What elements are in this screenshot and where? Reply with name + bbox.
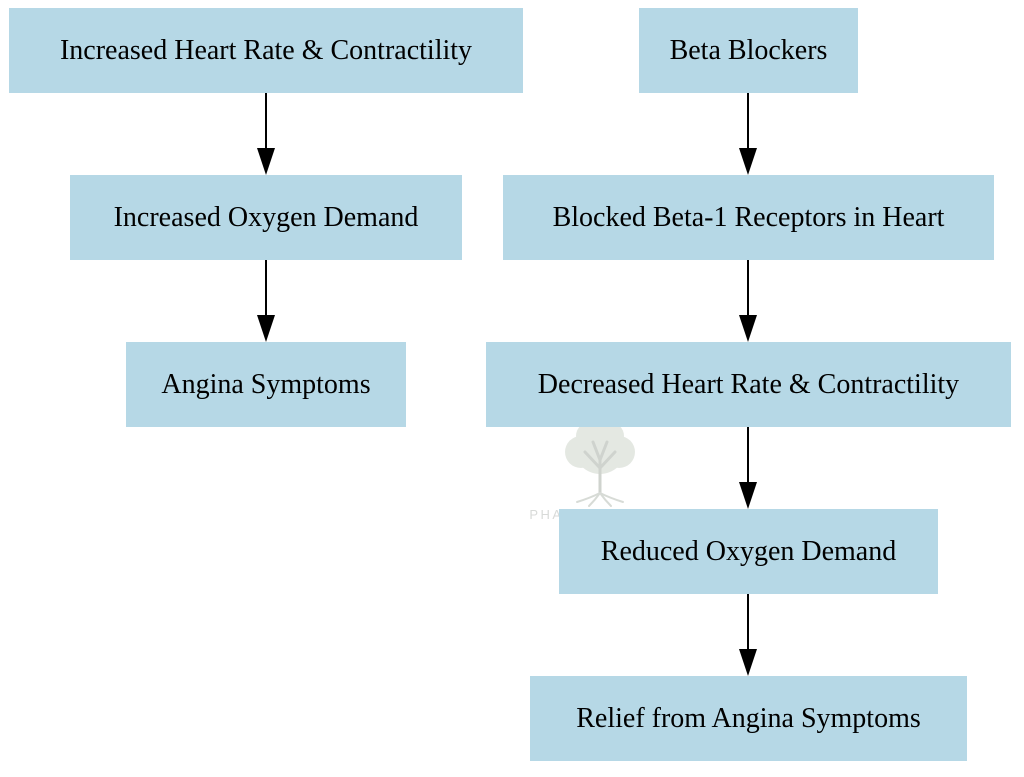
- node-label: Angina Symptoms: [161, 368, 371, 400]
- node-label: Reduced Oxygen Demand: [600, 535, 897, 567]
- node-relief-from-angina: Relief from Angina Symptoms: [530, 676, 967, 761]
- node-angina-symptoms: Angina Symptoms: [126, 342, 406, 427]
- node-increased-oxygen-demand: Increased Oxygen Demand: [70, 175, 462, 260]
- arrow-right-4-to-5: [739, 594, 757, 676]
- node-label: Relief from Angina Symptoms: [576, 702, 921, 734]
- node-label: Decreased Heart Rate & Contractility: [537, 368, 960, 400]
- arrow-right-2-to-3: [739, 260, 757, 342]
- node-label: Increased Oxygen Demand: [113, 201, 419, 233]
- arrow-left-2-to-3: [257, 260, 275, 342]
- node-increased-heart-rate: Increased Heart Rate & Contractility: [9, 8, 523, 93]
- node-reduced-oxygen-demand: Reduced Oxygen Demand: [559, 509, 938, 594]
- arrow-right-1-to-2: [739, 93, 757, 175]
- node-label: Beta Blockers: [669, 34, 828, 66]
- node-blocked-beta1-receptors: Blocked Beta-1 Receptors in Heart: [503, 175, 994, 260]
- node-label: Blocked Beta-1 Receptors in Heart: [552, 201, 945, 233]
- tree-logo-icon: [565, 422, 635, 507]
- node-label: Increased Heart Rate & Contractility: [59, 34, 473, 66]
- arrow-right-3-to-4: [739, 427, 757, 509]
- arrow-left-1-to-2: [257, 93, 275, 175]
- node-beta-blockers: Beta Blockers: [639, 8, 858, 93]
- node-decreased-heart-rate: Decreased Heart Rate & Contractility: [486, 342, 1011, 427]
